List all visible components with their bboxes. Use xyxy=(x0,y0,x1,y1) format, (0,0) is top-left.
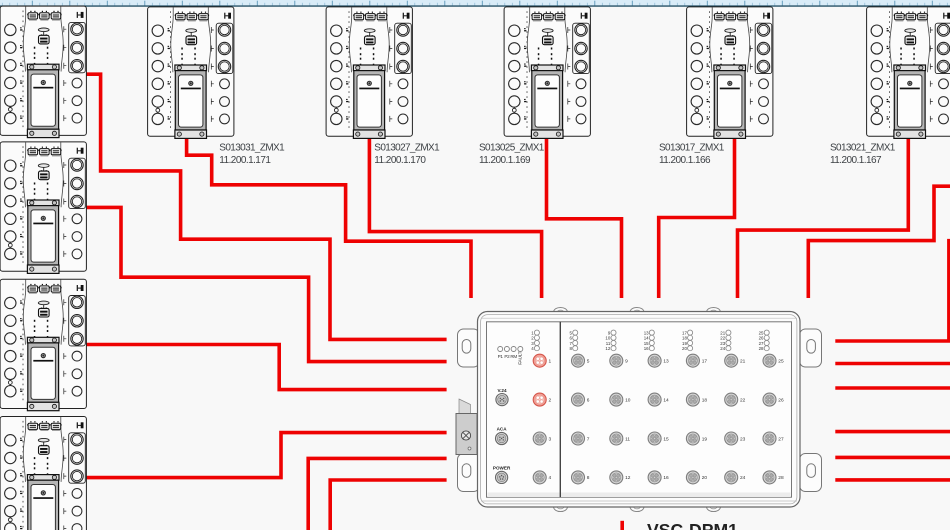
svg-text:3: 3 xyxy=(549,436,552,442)
svg-text:S013027_ZMX1: S013027_ZMX1 xyxy=(374,143,440,154)
svg-text:S013021_ZMX1: S013021_ZMX1 xyxy=(830,143,896,154)
svg-text:17: 17 xyxy=(682,330,687,335)
svg-text:11.200.1.170: 11.200.1.170 xyxy=(374,155,426,166)
svg-text:12: 12 xyxy=(625,475,631,481)
svg-text:7: 7 xyxy=(587,436,590,442)
svg-text:23: 23 xyxy=(720,341,725,346)
svg-text:7: 7 xyxy=(570,341,573,346)
svg-text:11.200.1.169: 11.200.1.169 xyxy=(479,155,531,166)
svg-text:24: 24 xyxy=(720,346,725,351)
svg-text:P2: P2 xyxy=(504,354,510,359)
svg-text:22: 22 xyxy=(740,397,746,403)
svg-text:14: 14 xyxy=(644,336,649,341)
svg-text:1: 1 xyxy=(549,359,552,365)
svg-text:S013025_ZMX1: S013025_ZMX1 xyxy=(479,143,545,154)
svg-text:27: 27 xyxy=(759,341,764,346)
svg-text:25: 25 xyxy=(778,359,784,365)
svg-text:16: 16 xyxy=(644,346,649,351)
svg-text:POWER: POWER xyxy=(493,466,511,471)
svg-text:1: 1 xyxy=(531,330,534,335)
svg-text:11: 11 xyxy=(625,436,630,442)
svg-text:3: 3 xyxy=(531,341,534,346)
svg-text:6: 6 xyxy=(570,336,573,341)
svg-text:11.200.1.166: 11.200.1.166 xyxy=(659,155,711,166)
svg-text:24: 24 xyxy=(740,475,746,481)
svg-text:26: 26 xyxy=(778,397,784,403)
svg-text:21: 21 xyxy=(720,330,725,335)
svg-text:14: 14 xyxy=(663,397,669,403)
svg-text:V.24: V.24 xyxy=(497,388,506,393)
svg-text:4: 4 xyxy=(549,475,552,481)
svg-text:17: 17 xyxy=(702,359,708,365)
svg-text:23: 23 xyxy=(740,436,746,442)
svg-text:15: 15 xyxy=(644,341,649,346)
svg-text:15: 15 xyxy=(663,436,669,442)
svg-text:VSC-DPM1: VSC-DPM1 xyxy=(647,520,738,530)
svg-text:10: 10 xyxy=(625,397,631,403)
svg-text:20: 20 xyxy=(702,475,708,481)
svg-text:11.200.1.167: 11.200.1.167 xyxy=(830,155,882,166)
svg-text:25: 25 xyxy=(759,330,764,335)
svg-text:27: 27 xyxy=(778,436,784,442)
svg-text:11: 11 xyxy=(606,341,611,346)
svg-text:12: 12 xyxy=(605,346,610,351)
svg-text:S013031_ZMX1: S013031_ZMX1 xyxy=(219,143,285,154)
svg-text:19: 19 xyxy=(682,341,687,346)
svg-text:13: 13 xyxy=(663,359,669,365)
svg-text:18: 18 xyxy=(682,336,687,341)
svg-text:ACA: ACA xyxy=(497,427,508,432)
svg-text:P1: P1 xyxy=(498,354,504,359)
svg-text:5: 5 xyxy=(570,330,573,335)
svg-text:9: 9 xyxy=(608,330,611,335)
svg-text:16: 16 xyxy=(663,475,669,481)
svg-text:6: 6 xyxy=(587,397,590,403)
svg-text:2: 2 xyxy=(531,336,534,341)
svg-text:20: 20 xyxy=(682,346,687,351)
svg-text:28: 28 xyxy=(759,346,764,351)
svg-text:19: 19 xyxy=(702,436,708,442)
svg-text:18: 18 xyxy=(702,397,708,403)
svg-text:4: 4 xyxy=(531,346,534,351)
svg-text:8: 8 xyxy=(587,475,590,481)
svg-text:5: 5 xyxy=(587,359,590,365)
svg-text:28: 28 xyxy=(778,475,784,481)
svg-text:S013017_ZMX1: S013017_ZMX1 xyxy=(659,143,725,154)
svg-text:2: 2 xyxy=(549,397,552,403)
svg-text:13: 13 xyxy=(644,330,649,335)
svg-text:22: 22 xyxy=(720,336,725,341)
svg-text:RM: RM xyxy=(510,354,517,359)
svg-text:9: 9 xyxy=(625,359,628,365)
svg-text:21: 21 xyxy=(740,359,746,365)
svg-text:8: 8 xyxy=(570,346,573,351)
svg-text:11.200.1.171: 11.200.1.171 xyxy=(219,155,271,166)
svg-text:26: 26 xyxy=(759,336,764,341)
svg-text:FAULT: FAULT xyxy=(518,351,524,364)
svg-text:10: 10 xyxy=(605,336,610,341)
